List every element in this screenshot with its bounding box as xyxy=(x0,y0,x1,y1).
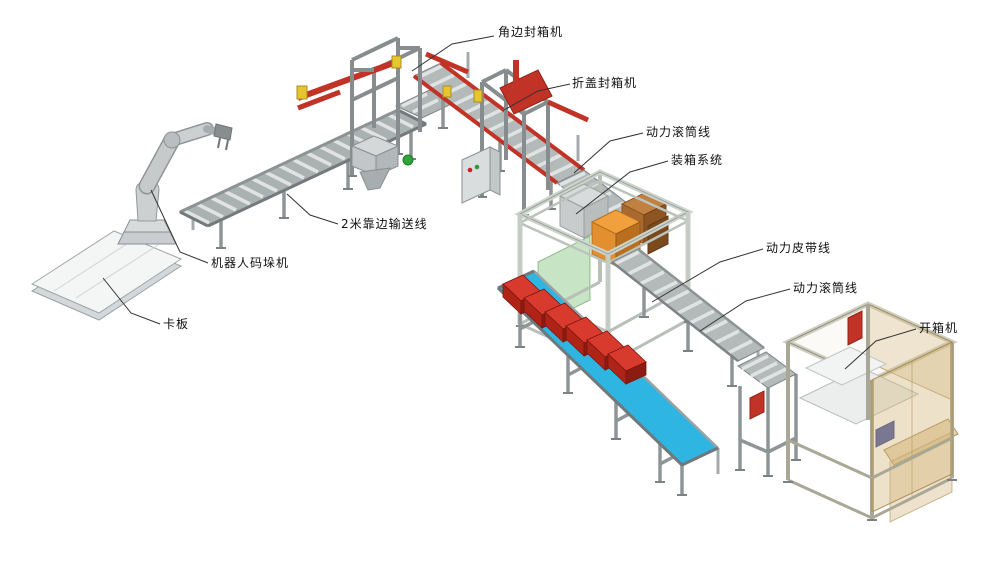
leader-roller-right xyxy=(699,288,791,332)
label-corner-sealer: 角边封箱机 xyxy=(498,25,564,39)
blank-magazine xyxy=(883,418,959,466)
label-robot-palletizer: 机器人码垛机 xyxy=(211,256,290,270)
label-power-belt-line: 动力皮带线 xyxy=(766,241,832,255)
label-pallet: 卡板 xyxy=(163,317,190,331)
label-box-opener: 开箱机 xyxy=(919,321,959,335)
label-edge-conveyor-2m: 2米靠边输送线 xyxy=(341,217,428,231)
leader-edge-conveyor xyxy=(286,193,339,225)
edge-conveyor-graphic xyxy=(178,108,428,249)
status-lamp xyxy=(402,154,414,166)
power-belt-line-graphic xyxy=(496,269,720,496)
packing-system-graphic xyxy=(514,169,694,367)
label-packing-system: 装箱系统 xyxy=(671,153,724,167)
opener-blue-unit xyxy=(875,420,895,448)
label-power-roller-line-right: 动力滚筒线 xyxy=(793,281,859,295)
opener-infeed-frame xyxy=(735,351,801,477)
robot-gripper xyxy=(213,123,233,151)
flap-sealer-graphic xyxy=(461,60,590,216)
leader-pallet xyxy=(102,277,161,325)
label-power-roller-line-top: 动力滚筒线 xyxy=(646,125,712,139)
cage-equipment xyxy=(558,183,610,239)
pallet-graphic xyxy=(30,230,183,321)
opener-red-head xyxy=(847,310,863,346)
power-roller-line-right-graphic xyxy=(611,248,765,387)
leader-lines xyxy=(102,35,917,370)
leader-box-opener xyxy=(844,328,917,370)
red-boxes-on-belt xyxy=(502,274,647,385)
leader-corner-sealer xyxy=(411,35,495,72)
leader-belt-line xyxy=(651,248,764,303)
robot-arm-graphic xyxy=(117,122,233,245)
leader-roller-top xyxy=(573,132,644,174)
leader-packing-system xyxy=(575,160,669,215)
control-cabinet xyxy=(461,146,501,204)
leader-robot xyxy=(150,189,209,264)
leader-flap-sealer xyxy=(503,83,571,111)
hopper-graphic xyxy=(350,135,414,191)
label-flap-sealer: 折盖封箱机 xyxy=(572,76,638,90)
box-opener-graphic xyxy=(735,301,959,523)
